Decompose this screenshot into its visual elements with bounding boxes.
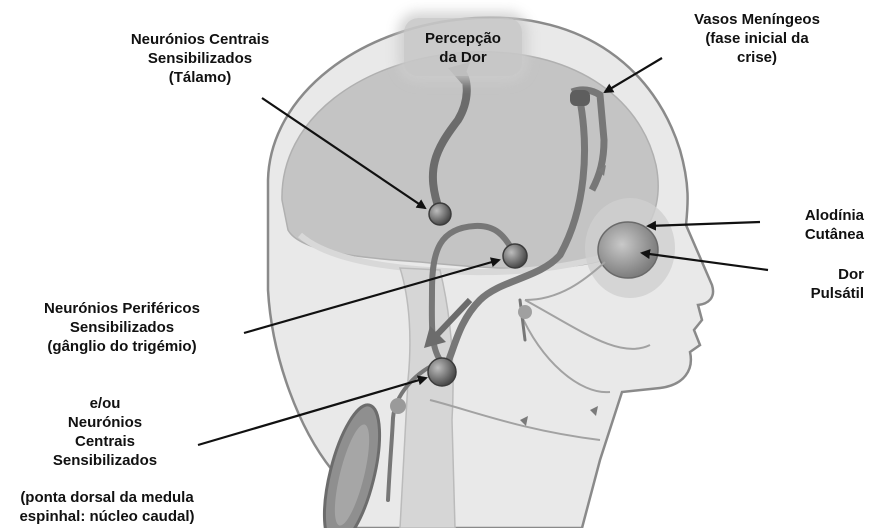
- trigeminal-ganglion-node: [503, 244, 527, 268]
- label-central-spinal: e/ou Neurónios Centrais Sensibilizados: [30, 394, 180, 470]
- label-meningeal-vessels: Vasos Meníngeos (fase inicial da crise): [672, 10, 842, 67]
- brainstem: [400, 268, 455, 528]
- spinal-nucleus-node: [428, 358, 456, 386]
- secondary-node-1: [518, 305, 532, 319]
- label-throbbing-pain: Dor Pulsátil: [770, 265, 864, 303]
- label-central-thalamus: Neurónios Centrais Sensibilizados (Tálam…: [100, 30, 300, 87]
- label-spinal-location: (ponta dorsal da medula espinhal: núcleo…: [2, 488, 212, 526]
- eye: [585, 198, 675, 298]
- label-pain-perception: Percepção da Dor: [404, 29, 522, 67]
- label-peripheral-neurons: Neurónios Periféricos Sensibilizados (gâ…: [14, 299, 230, 356]
- thalamus-node: [429, 203, 451, 225]
- label-cutaneous-allodynia: Alodínia Cutânea: [760, 206, 864, 244]
- secondary-node-2: [390, 398, 406, 414]
